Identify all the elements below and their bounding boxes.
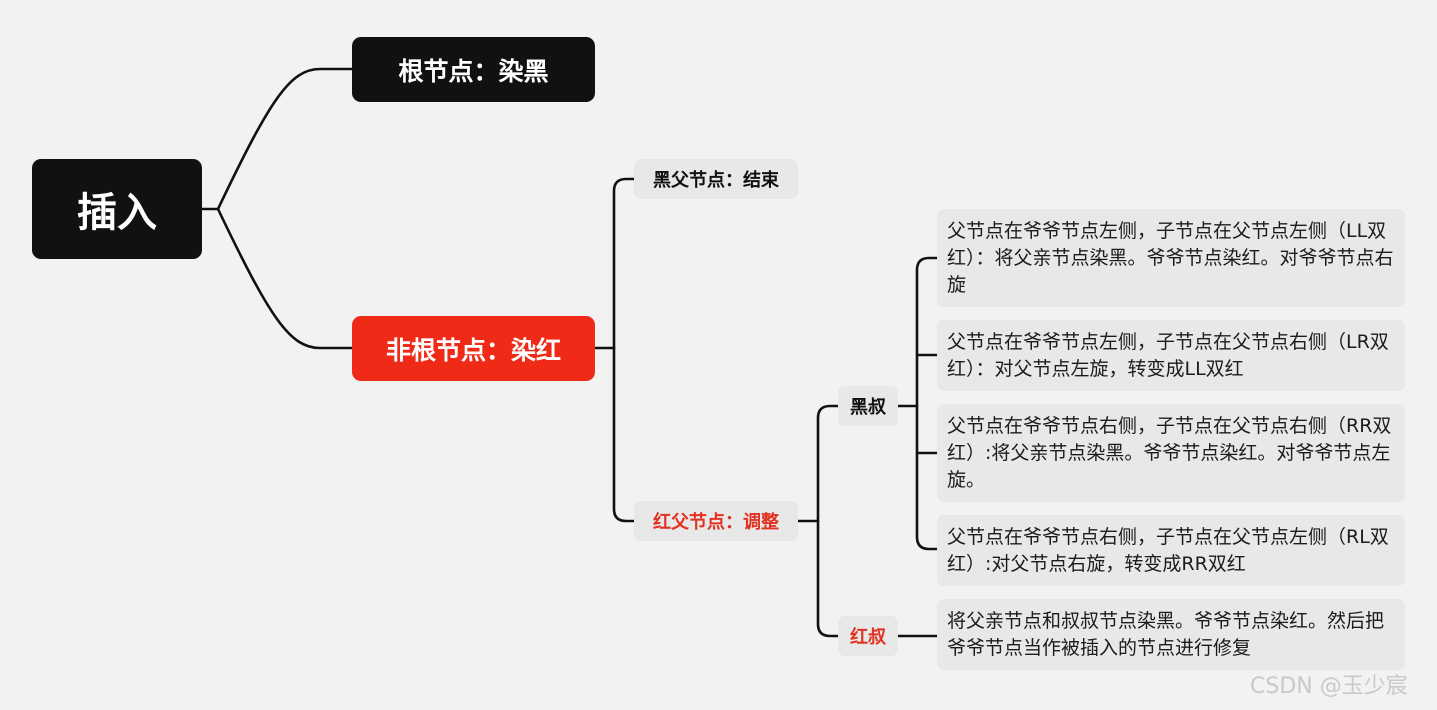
- case-text: 父节点在爷爷节点左侧，子节点在父节点右侧（LR双红）：对父节点左旋，转变成LL双…: [947, 330, 1389, 380]
- root-node-insert[interactable]: 插入: [32, 159, 202, 259]
- root-node-label: 插入: [77, 190, 157, 236]
- branch-label: 非根节点：染红: [385, 335, 561, 365]
- connector-parents-trunk: [612, 177, 636, 523]
- topic-red-uncle[interactable]: 红叔: [838, 616, 898, 656]
- topic-label: 黑父节点：结束: [653, 170, 779, 191]
- case-text: 父节点在爷爷节点右侧，子节点在父节点右侧（RR双红）:将父亲节点染黑。爷爷节点染…: [947, 414, 1392, 491]
- branch-root-node-black[interactable]: 根节点：染黑: [352, 37, 595, 102]
- case-ll-double-red[interactable]: 父节点在爷爷节点左侧，子节点在父节点左侧（LL双红）：将父亲节点染黑。爷爷节点染…: [937, 209, 1405, 307]
- branch-label: 根节点：染黑: [398, 56, 549, 86]
- case-lr-double-red[interactable]: 父节点在爷爷节点左侧，子节点在父节点右侧（LR双红）：对父节点左旋，转变成LL双…: [937, 320, 1405, 391]
- connector-root-to-nonroot: [216, 207, 354, 350]
- branch-non-root-node-red[interactable]: 非根节点：染红: [352, 316, 595, 381]
- connector-uncles-trunk: [816, 404, 840, 638]
- case-text: 将父亲节点和叔叔节点染黑。爷爷节点染红。然后把爷爷节点当作被插入的节点进行修复: [947, 609, 1385, 659]
- case-red-uncle-fix[interactable]: 将父亲节点和叔叔节点染黑。爷爷节点染红。然后把爷爷节点当作被插入的节点进行修复: [937, 599, 1405, 670]
- topic-red-parent[interactable]: 红父节点：调整: [634, 501, 798, 541]
- topic-label: 红父节点：调整: [653, 512, 779, 533]
- watermark: CSDN @玉少宸: [1250, 674, 1408, 699]
- connector-cases-trunk: [915, 256, 939, 551]
- topic-black-uncle[interactable]: 黑叔: [838, 386, 898, 426]
- topic-label: 黑叔: [850, 397, 886, 418]
- case-text: 父节点在爷爷节点右侧，子节点在父节点左侧（RL双红）:对父节点右旋，转变成RR双…: [947, 525, 1389, 575]
- case-text: 父节点在爷爷节点左侧，子节点在父节点左侧（LL双红）：将父亲节点染黑。爷爷节点染…: [947, 219, 1394, 296]
- case-rl-double-red[interactable]: 父节点在爷爷节点右侧，子节点在父节点左侧（RL双红）:对父节点右旋，转变成RR双…: [937, 515, 1405, 586]
- topic-black-parent[interactable]: 黑父节点：结束: [634, 159, 798, 199]
- topic-label: 红叔: [850, 627, 886, 648]
- connector-root-to-rootnode: [216, 67, 354, 211]
- case-rr-double-red[interactable]: 父节点在爷爷节点右侧，子节点在父节点右侧（RR双红）:将父亲节点染黑。爷爷节点染…: [937, 404, 1405, 502]
